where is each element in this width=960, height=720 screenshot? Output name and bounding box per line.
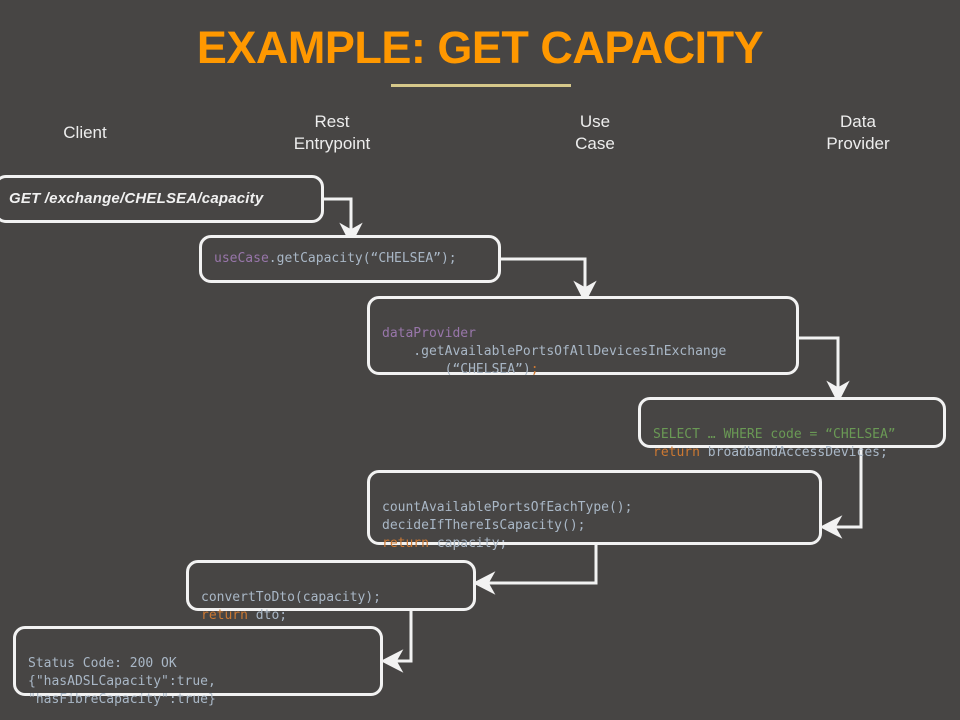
capacity-count-line: countAvailablePortsOfEachType(); [382,500,633,515]
box-capacity-logic[interactable]: countAvailablePortsOfEachType(); decideI… [367,470,822,551]
usecase-call-rest: .getCapacity(“CHELSEA”); [268,251,457,266]
box-sql-query[interactable]: SELECT … WHERE code = “CHELSEA” return b… [638,397,946,460]
box-convert-dto[interactable]: convertToDto(capacity); return dto; [186,560,476,623]
page-title: EXAMPLE: GET CAPACITY [196,22,764,73]
title-underline [391,84,571,87]
wire-request-to-usecase [323,197,363,246]
column-header-client: Client [63,123,107,142]
response-body-line1: {"hasADSLCapacity":true, [28,674,216,689]
sql-return-value: broadbandAccessDevices; [699,445,888,460]
column-header-data-provider: Data Provider [826,112,890,153]
convert-dto-line: convertToDto(capacity); [201,590,382,605]
response-status-line: Status Code: 200 OK [28,656,177,671]
dataprovider-method: .getAvailablePortsOfAllDevicesInExchange [382,344,727,359]
box-dataprovider-call[interactable]: dataProvider .getAvailablePortsOfAllDevi… [367,296,799,377]
wire-convertdto-to-response [380,611,413,673]
wire-dataprovider-to-sql [799,336,850,404]
capacity-return-keyword: return [382,536,429,551]
column-header-use-case: Use Case [575,112,615,153]
wire-usecase-to-dataprovider [501,257,597,304]
sql-select-line: SELECT … WHERE code = “CHELSEA” [653,427,896,442]
wire-capacity-to-convertdto [472,545,598,595]
column-header-rest-entrypoint: Rest Entrypoint [293,112,371,153]
box-client-request[interactable]: GET /exchange/CHELSEA/capacity [0,175,324,223]
usecase-identifier: useCase [214,251,269,266]
convert-return-value: dto; [247,608,288,623]
capacity-decide-line: decideIfThereIsCapacity(); [382,518,586,533]
response-body-line2: "hasFibreCapacity":true} [28,692,216,707]
box-usecase-call[interactable]: useCase.getCapacity(“CHELSEA”); [199,235,501,283]
dataprovider-args: (“CHELSEA”) [382,362,531,377]
dataprovider-semicolon: ; [530,362,539,377]
request-text: GET /exchange/CHELSEA/capacity [9,190,264,207]
capacity-return-value: capacity; [428,536,508,551]
wire-sql-to-capacity [819,448,863,539]
box-response[interactable]: Status Code: 200 OK {"hasADSLCapacity":t… [13,626,383,707]
dataprovider-identifier: dataProvider [382,326,476,341]
sql-return-keyword: return [653,445,700,460]
convert-return-keyword: return [201,608,248,623]
